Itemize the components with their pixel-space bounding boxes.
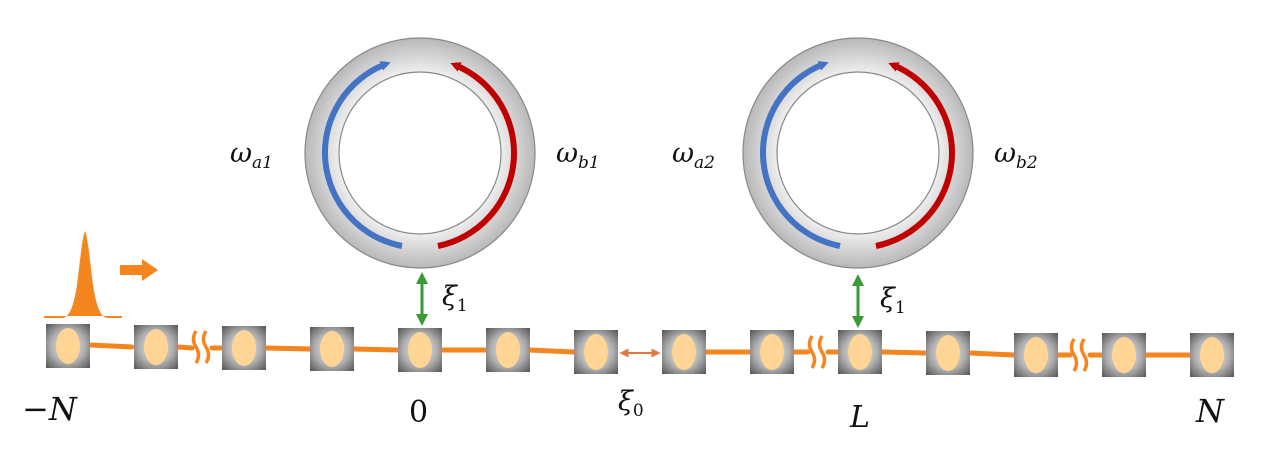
ring1-right-frequency-label: ωb1 bbox=[556, 138, 600, 173]
inter-site-coupling-label: ξ0 bbox=[618, 386, 644, 421]
clockwise-mode-arrow bbox=[437, 62, 518, 249]
ring2-left-frequency-label: ωa2 bbox=[672, 138, 715, 173]
gaussian-pulse-icon bbox=[44, 231, 122, 318]
ring-resonator-2 bbox=[742, 37, 974, 269]
break-mark-icon bbox=[807, 335, 827, 369]
right-arrow-icon bbox=[120, 259, 158, 281]
site bbox=[926, 331, 970, 375]
site bbox=[310, 327, 354, 371]
site bbox=[1102, 333, 1146, 377]
left-end-site-label: −N bbox=[22, 390, 78, 428]
site bbox=[662, 330, 706, 374]
site bbox=[750, 330, 794, 374]
site-L bbox=[838, 330, 882, 374]
site bbox=[222, 326, 266, 370]
break-mark-icon bbox=[1069, 338, 1089, 372]
right-end-site-label: N bbox=[1195, 392, 1225, 430]
ring-resonator-1 bbox=[304, 37, 536, 269]
ring2-right-frequency-label: ωb2 bbox=[994, 138, 1038, 173]
break-mark-icon bbox=[191, 330, 211, 364]
site-origin bbox=[398, 328, 442, 372]
clockwise-mode-arrow bbox=[875, 62, 956, 249]
site bbox=[486, 328, 530, 372]
counter-clockwise-mode-arrow bbox=[760, 61, 841, 249]
site bbox=[1190, 333, 1234, 377]
site bbox=[1014, 333, 1058, 377]
counter-clockwise-mode-arrow bbox=[322, 61, 403, 249]
site bbox=[134, 325, 178, 369]
ring1-coupling-label: ξ1 bbox=[442, 281, 468, 316]
site bbox=[46, 324, 90, 368]
site bbox=[574, 330, 618, 374]
ring1-left-frequency-label: ωa1 bbox=[230, 138, 273, 173]
L-site-label: L bbox=[849, 400, 870, 435]
waveguide bbox=[87, 342, 1193, 358]
origin-site-label: 0 bbox=[409, 395, 428, 430]
ring2-coupling-label: ξ1 bbox=[880, 283, 906, 318]
